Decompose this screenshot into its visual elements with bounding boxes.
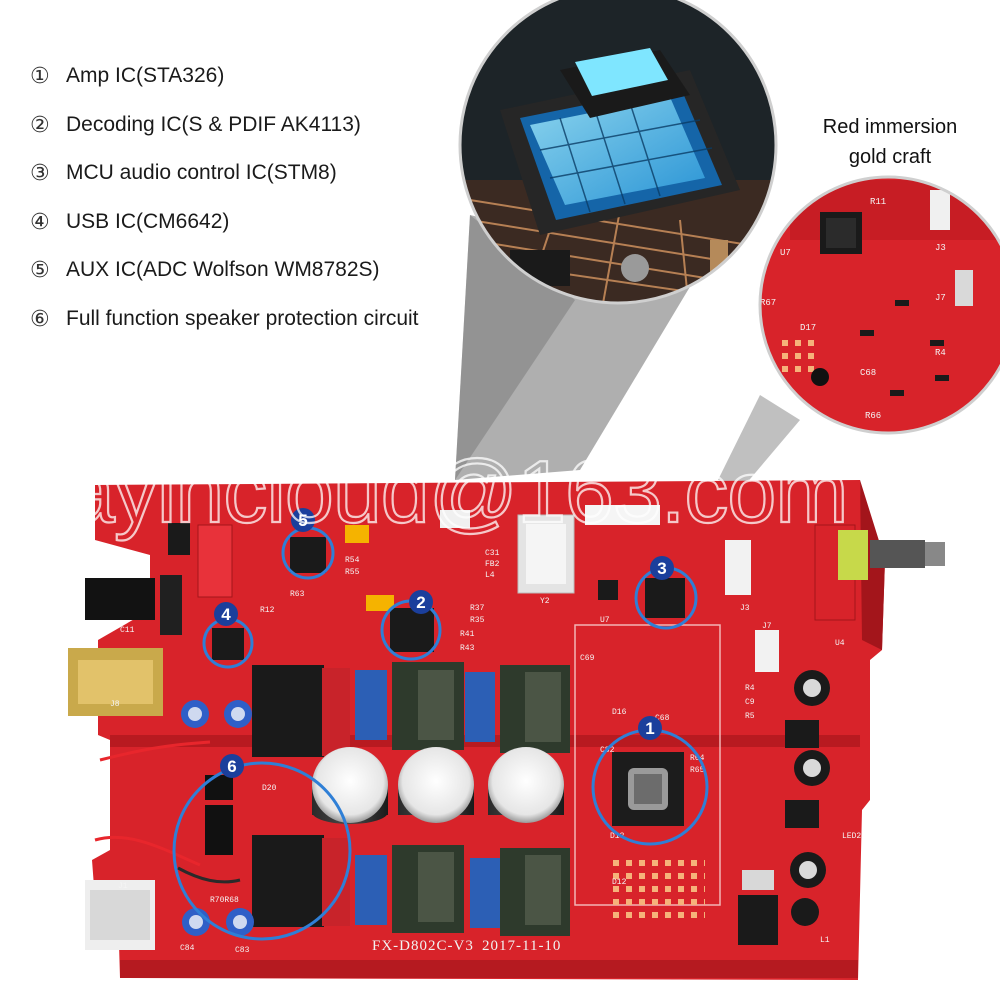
svg-text:FB2: FB2: [485, 560, 500, 569]
relay-top: [252, 665, 324, 757]
zoom-caption: Red immersion gold craft: [780, 112, 1000, 172]
svg-text:J7: J7: [935, 293, 946, 303]
svg-text:R65: R65: [690, 766, 705, 775]
svg-text:R70R68: R70R68: [210, 896, 239, 905]
svg-text:R43: R43: [460, 644, 475, 653]
svg-text:R11: R11: [870, 197, 886, 207]
svg-text:R55: R55: [345, 568, 360, 577]
svg-text:D16: D16: [612, 708, 627, 717]
ic-mcu: [645, 578, 685, 618]
svg-text:R12: R12: [260, 606, 275, 615]
svg-text:J1: J1: [118, 882, 128, 891]
svg-text:R35: R35: [470, 616, 485, 625]
svg-text:R64: R64: [690, 754, 705, 763]
svg-text:4: 4: [221, 605, 231, 624]
svg-text:J3: J3: [740, 604, 750, 613]
svg-text:1: 1: [645, 719, 654, 738]
svg-text:D12: D12: [612, 878, 627, 887]
svg-text:3: 3: [657, 559, 666, 578]
svg-text:C83: C83: [235, 946, 250, 955]
svg-text:U4: U4: [835, 639, 845, 648]
marker-1: 1: [591, 716, 709, 846]
feature-label: Amp IC(STA326): [66, 64, 225, 88]
svg-text:R63: R63: [290, 590, 305, 599]
marker-3: 3: [634, 556, 698, 630]
relay-bottom: [252, 835, 324, 927]
svg-text:2: 2: [416, 593, 425, 612]
marker-5: 5: [281, 508, 335, 580]
board-date: 2017-11-10: [482, 938, 561, 954]
feature-label: Full function speaker protection circuit: [66, 306, 419, 330]
feature-label: MCU audio control IC(STM8): [66, 161, 337, 185]
marker-4: 4: [202, 602, 254, 669]
svg-text:U7: U7: [780, 248, 791, 258]
marker-2: 2: [380, 590, 442, 661]
svg-text:C31: C31: [485, 549, 500, 558]
zoom-caption-line1: Red immersion: [822, 116, 958, 138]
svg-text:C11: C11: [120, 626, 135, 635]
svg-text:R4: R4: [935, 348, 946, 358]
gold-zoom: U5 R11 J3 U7 R67 D17 J7 C68 R4 R66: [760, 177, 1000, 433]
svg-text:R5: R5: [745, 712, 755, 721]
svg-text:R41: R41: [460, 630, 475, 639]
gold-zoom-ring: [758, 175, 1000, 435]
marker-6: 6: [172, 754, 352, 941]
svg-text:D17: D17: [800, 323, 816, 333]
inductors: [392, 662, 570, 936]
zoom-cone-gold: [718, 395, 800, 485]
svg-text:R37: R37: [470, 604, 485, 613]
svg-text:C9: C9: [745, 698, 755, 707]
chip-zoom-ring: [458, 0, 778, 305]
watermark: payincloud@163.com: [18, 442, 848, 541]
svg-text:R66: R66: [865, 411, 881, 421]
svg-text:C68: C68: [655, 714, 670, 723]
svg-text:L1: L1: [820, 936, 830, 945]
ic-aux-adc: [290, 537, 326, 573]
svg-text:D20: D20: [262, 784, 277, 793]
ic-amp: [612, 752, 684, 826]
svg-text:Y2: Y2: [540, 597, 550, 606]
svg-text:J3: J3: [935, 243, 946, 253]
svg-text:LED2: LED2: [842, 832, 861, 841]
svg-text:R54: R54: [345, 556, 360, 565]
svg-text:5: 5: [298, 511, 307, 530]
chip-zoom: [460, 0, 776, 303]
svg-text:R4: R4: [745, 684, 755, 693]
svg-text:6: 6: [227, 757, 236, 776]
feature-label: AUX IC(ADC Wolfson WM8782S): [66, 258, 380, 282]
board-model: FX-D802C-V3: [372, 938, 474, 954]
svg-text:C68: C68: [860, 368, 876, 378]
svg-text:C84: C84: [180, 944, 195, 953]
svg-text:R67: R67: [760, 298, 776, 308]
svg-text:C69: C69: [580, 654, 595, 663]
electrolytic-capacitors: [312, 747, 564, 824]
svg-text:J8: J8: [110, 700, 120, 709]
svg-text:L4: L4: [485, 571, 495, 580]
zoom-caption-line2: gold craft: [848, 146, 932, 168]
svg-text:J7: J7: [762, 622, 772, 631]
feature-label: USB IC(CM6642): [66, 209, 230, 233]
svg-text:U7: U7: [600, 616, 610, 625]
feature-label: Decoding IC(S & PDIF AK4113): [66, 112, 361, 136]
ic-decoding: [390, 608, 434, 652]
svg-text:D13: D13: [610, 832, 625, 841]
ic-usb: [212, 628, 244, 660]
